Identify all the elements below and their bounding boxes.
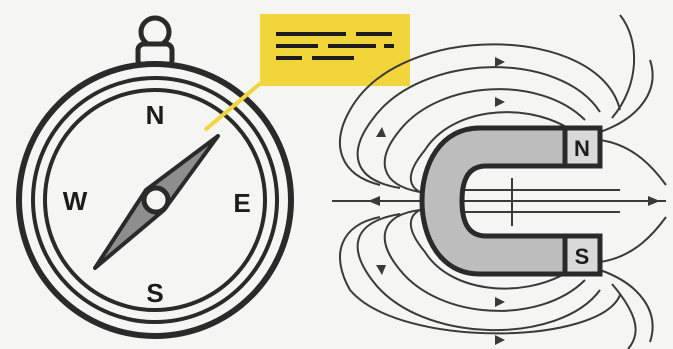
field-arrow bbox=[495, 297, 505, 307]
field-arrow bbox=[495, 335, 505, 345]
compass: N S W E bbox=[19, 18, 291, 336]
field-arrow bbox=[376, 127, 386, 137]
field-line-right-4 bbox=[600, 270, 653, 342]
field-arrow bbox=[495, 57, 505, 67]
field-arrow bbox=[376, 265, 386, 275]
field-arrow-right bbox=[648, 196, 660, 206]
compass-east-label: E bbox=[233, 188, 250, 218]
compass-pivot bbox=[144, 188, 168, 212]
field-arrow bbox=[495, 97, 505, 107]
compass-west-label: W bbox=[63, 186, 88, 216]
field-line-right-5 bbox=[612, 15, 634, 118]
field-line-right-6 bbox=[612, 284, 636, 349]
magnet-north-label: N bbox=[574, 136, 590, 161]
magnet-south-label: S bbox=[575, 244, 590, 269]
compass-north-label: N bbox=[146, 100, 165, 130]
compass-south-label: S bbox=[146, 278, 163, 308]
callout-box bbox=[260, 14, 410, 86]
field-line-right-3 bbox=[600, 217, 666, 262]
field-line-right-1 bbox=[600, 140, 666, 185]
field-arrow-left bbox=[368, 196, 380, 206]
